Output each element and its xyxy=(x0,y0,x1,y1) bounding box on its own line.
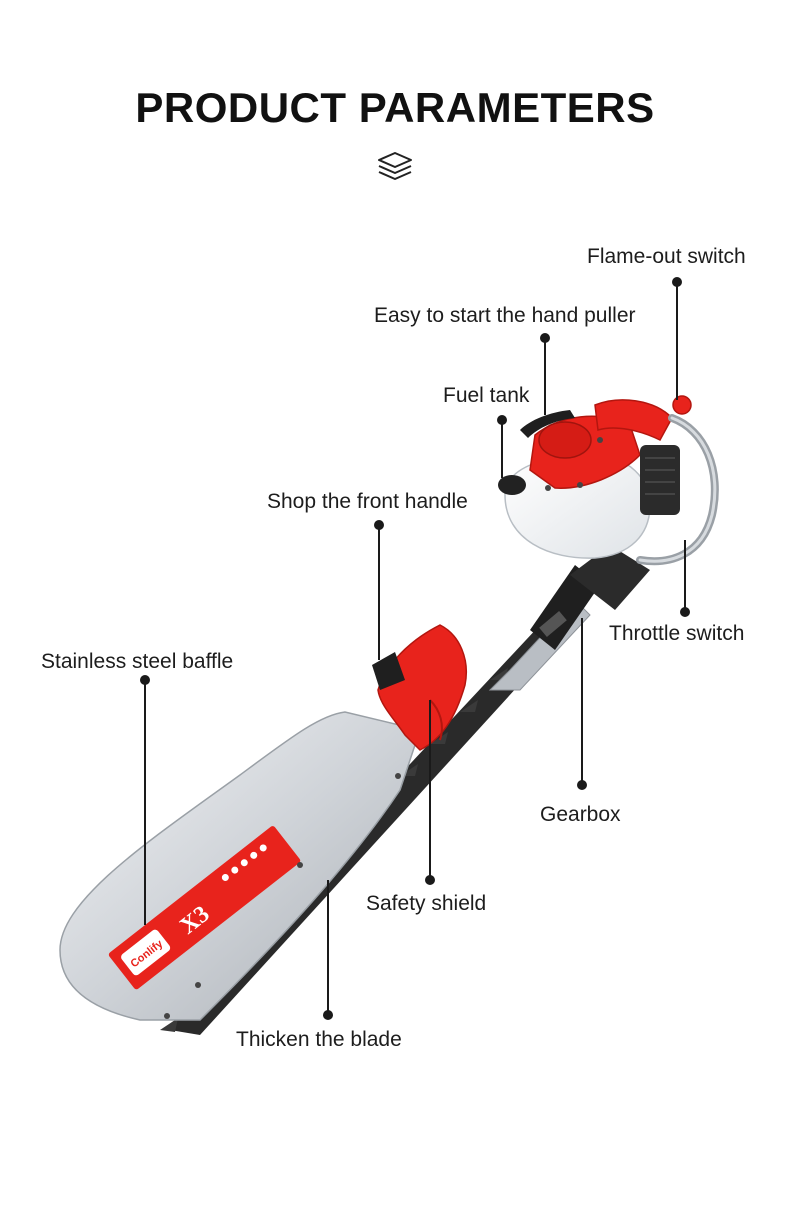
label-hand-puller: Easy to start the hand puller xyxy=(374,304,636,327)
safety-shield xyxy=(372,624,467,751)
stainless-steel-baffle: Conlify X3 xyxy=(59,711,421,1021)
label-safety-shield: Safety shield xyxy=(366,892,487,915)
label-gearbox: Gearbox xyxy=(540,803,621,826)
page-title: PRODUCT PARAMETERS xyxy=(135,84,655,131)
label-throttle-switch: Throttle switch xyxy=(609,622,745,645)
engine xyxy=(498,399,680,559)
layers-icon xyxy=(378,152,412,180)
label-flame-out-switch: Flame-out switch xyxy=(587,245,746,268)
label-front-handle: Shop the front handle xyxy=(267,490,468,513)
label-stainless-steel-baffle: Stainless steel baffle xyxy=(41,650,234,673)
label-thicken-blade: Thicken the blade xyxy=(236,1028,402,1051)
gearbox xyxy=(530,545,650,650)
callout-lines xyxy=(140,277,690,1020)
rear-handle xyxy=(636,395,719,566)
label-fuel-tank: Fuel tank xyxy=(443,384,530,407)
